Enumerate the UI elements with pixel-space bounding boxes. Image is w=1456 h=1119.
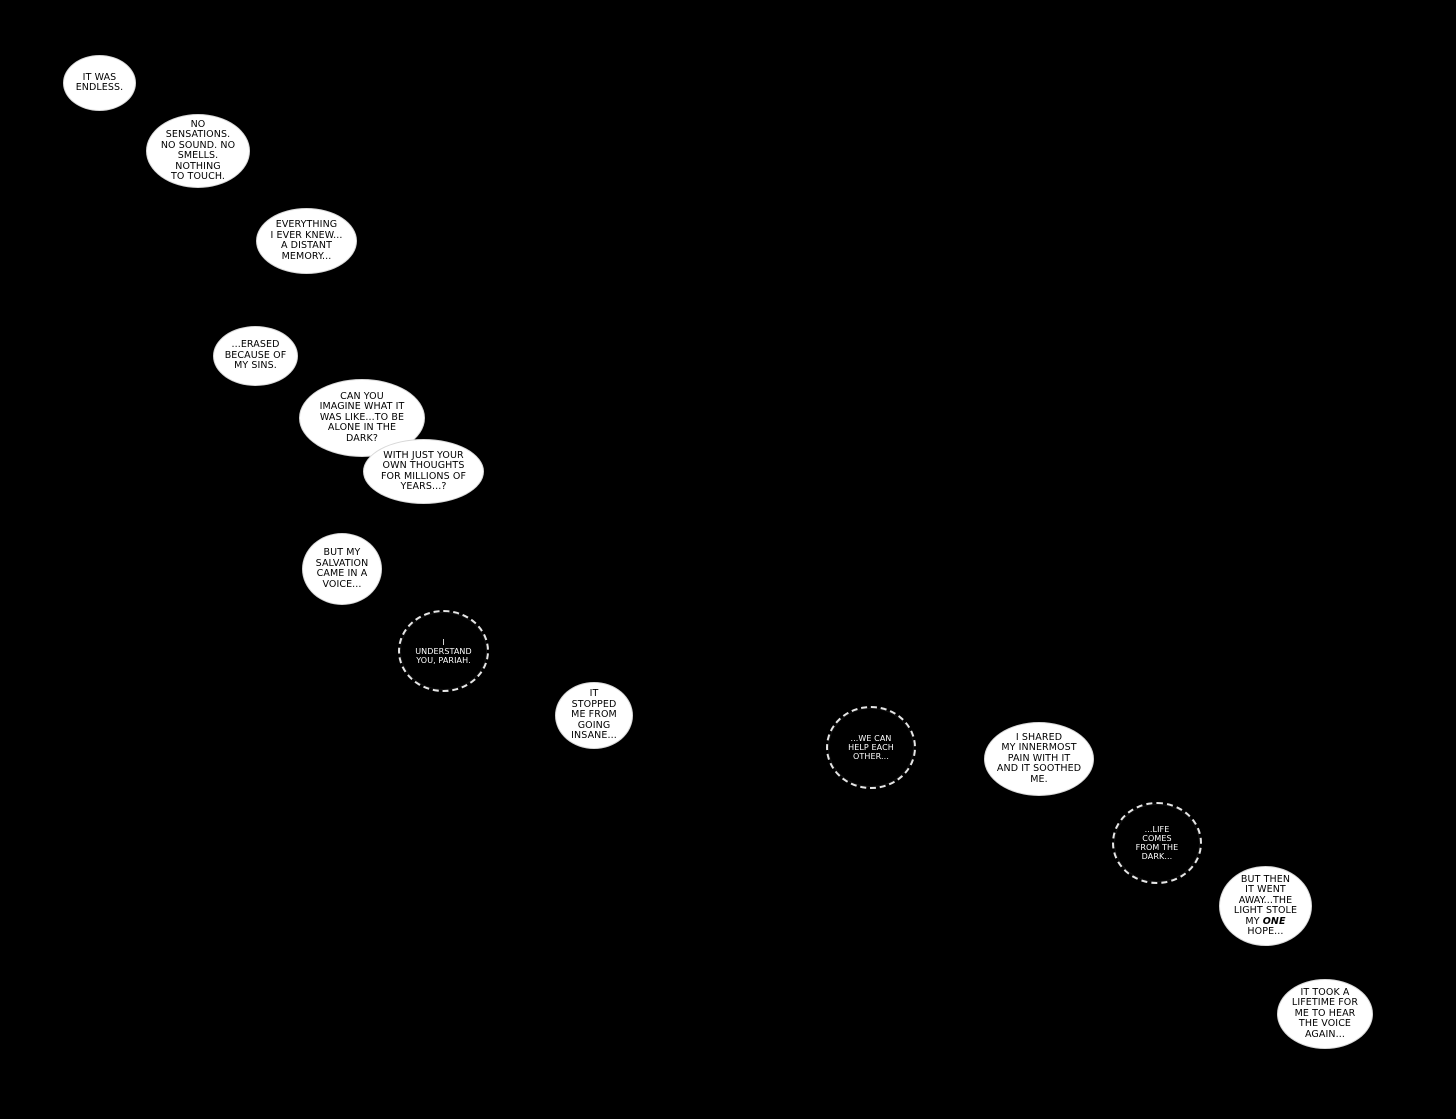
caption-text: CAN YOU IMAGINE WHAT IT WAS LIKE...TO BE… (319, 390, 405, 444)
voice-bubble-understand: I UNDERSTAND YOU, PARIAH. (398, 610, 489, 692)
caption-text: BUT THEN IT WENT AWAY...THE LIGHT STOLE … (1233, 873, 1298, 938)
voice-bubble-help-each-other: ...WE CAN HELP EACH OTHER... (826, 706, 916, 789)
voice-text: ...WE CAN HELP EACH OTHER... (848, 734, 894, 761)
caption-bubble-hear-voice-again: IT TOOK A LIFETIME FOR ME TO HEAR THE VO… (1277, 979, 1373, 1049)
caption-text: IT TOOK A LIFETIME FOR ME TO HEAR THE VO… (1291, 986, 1359, 1040)
caption-text: IT WAS ENDLESS. (75, 71, 124, 93)
caption-text: BUT MY SALVATION CAME IN A VOICE... (315, 547, 369, 590)
voice-text: I UNDERSTAND YOU, PARIAH. (415, 637, 472, 665)
caption-text: IT STOPPED ME FROM GOING INSANE... (571, 688, 617, 742)
voice-text: ...LIFE COMES FROM THE DARK... (1135, 825, 1179, 861)
caption-text: WITH JUST YOUR OWN THOUGHTS FOR MILLIONS… (380, 449, 467, 492)
caption-bubble-alone-in-dark: CAN YOU IMAGINE WHAT IT WAS LIKE...TO BE… (299, 379, 425, 457)
caption-text-part: HOPE... (1247, 926, 1284, 937)
caption-bubble-stopped-insane: IT STOPPED ME FROM GOING INSANE... (555, 682, 633, 749)
caption-text: EVERYTHING I EVER KNEW... A DISTANT MEMO… (270, 219, 343, 262)
emphasis-text: ONE (1262, 915, 1286, 927)
caption-bubble-erased: ...ERASED BECAUSE OF MY SINS. (213, 326, 298, 386)
caption-bubble-endless: IT WAS ENDLESS. (63, 55, 136, 111)
caption-text: ...ERASED BECAUSE OF MY SINS. (224, 339, 287, 372)
caption-text: I SHARED MY INNERMOST PAIN WITH IT AND I… (996, 731, 1082, 785)
caption-text-part: BUT THEN IT WENT AWAY...THE LIGHT STOLE … (1233, 873, 1298, 927)
voice-bubble-life-from-dark: ...LIFE COMES FROM THE DARK... (1112, 802, 1202, 884)
caption-bubble-distant-memory: EVERYTHING I EVER KNEW... A DISTANT MEMO… (256, 208, 357, 274)
caption-text: NO SENSATIONS. NO SOUND. NO SMELLS. NOTH… (160, 118, 236, 182)
caption-bubble-no-sensations: NO SENSATIONS. NO SOUND. NO SMELLS. NOTH… (146, 114, 250, 188)
caption-bubble-millions-of-years: WITH JUST YOUR OWN THOUGHTS FOR MILLIONS… (363, 439, 484, 504)
caption-bubble-light-stole-hope: BUT THEN IT WENT AWAY...THE LIGHT STOLE … (1219, 866, 1312, 946)
caption-bubble-salvation: BUT MY SALVATION CAME IN A VOICE... (302, 533, 382, 605)
caption-bubble-shared-pain: I SHARED MY INNERMOST PAIN WITH IT AND I… (984, 722, 1094, 796)
